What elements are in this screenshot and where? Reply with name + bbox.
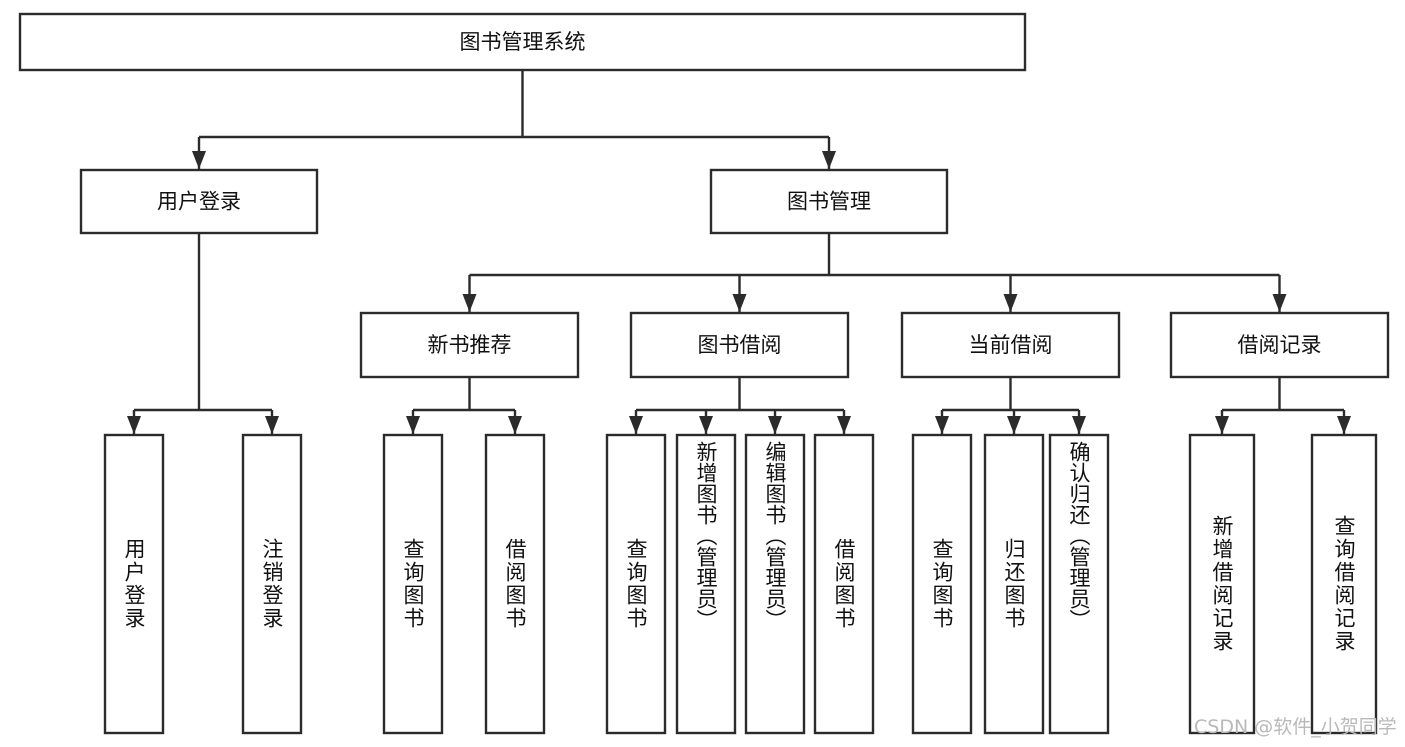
node-label-new-book-rec: 新书推荐 <box>428 333 512 357</box>
arrow-to-leaf-confirm-return <box>1072 416 1086 434</box>
arrow-to-leaf-user-login <box>127 416 141 434</box>
node-label-root: 图书管理系统 <box>460 30 586 54</box>
arrow-to-leaf-borrow-book-2 <box>837 416 851 434</box>
node-box-leaf-query-record[interactable] <box>1310 433 1378 735</box>
node-box-current-borrow[interactable] <box>900 311 1121 379</box>
arrow-to-new-book-rec <box>462 294 477 312</box>
arrow-to-leaf-borrow-book-1 <box>508 416 522 434</box>
node-box-borrow-record[interactable] <box>1169 311 1390 379</box>
node-box-book-manage[interactable] <box>709 168 949 235</box>
arrow-to-current-borrow <box>1003 294 1018 312</box>
node-box-leaf-query-book-3[interactable] <box>911 433 973 735</box>
node-label-borrow-record: 借阅记录 <box>1238 333 1322 357</box>
arrow-to-leaf-add-book <box>699 416 713 434</box>
node-box-leaf-logout[interactable] <box>241 433 303 735</box>
node-box-leaf-return-book[interactable] <box>983 433 1045 735</box>
arrow-to-user-login <box>192 151 206 169</box>
node-label-book-manage: 图书管理 <box>787 190 871 214</box>
node-label-book-borrow: 图书借阅 <box>698 333 782 357</box>
arrow-to-leaf-add-record <box>1215 416 1229 434</box>
node-box-leaf-edit-book[interactable] <box>744 433 806 735</box>
node-box-leaf-borrow-book-2[interactable] <box>813 433 875 735</box>
node-box-book-borrow[interactable] <box>629 311 850 379</box>
node-label-current-borrow: 当前借阅 <box>969 333 1053 357</box>
connector-layer <box>127 70 1351 434</box>
node-box-user-login[interactable] <box>79 168 319 235</box>
node-label-user-login: 用户登录 <box>157 190 241 214</box>
arrow-to-leaf-query-record <box>1337 416 1351 434</box>
arrow-to-leaf-query-book-2 <box>629 416 643 434</box>
arrow-to-leaf-query-book-1 <box>406 416 420 434</box>
node-box-leaf-query-book-1[interactable] <box>382 433 444 735</box>
arrow-to-leaf-logout <box>265 416 279 434</box>
node-box-leaf-confirm-return[interactable] <box>1048 433 1110 735</box>
node-box-leaf-user-login[interactable] <box>103 433 165 735</box>
arrow-to-book-manage <box>822 151 836 169</box>
node-box-leaf-borrow-book-1[interactable] <box>484 433 546 735</box>
node-box-leaf-query-book-2[interactable] <box>605 433 667 735</box>
node-box-new-book-rec[interactable] <box>359 311 580 379</box>
node-box-leaf-add-book[interactable] <box>675 433 737 735</box>
arrow-to-borrow-record <box>1272 294 1287 312</box>
arrow-to-leaf-return-book <box>1007 416 1021 434</box>
node-box-layer <box>18 12 1390 735</box>
node-box-root[interactable] <box>18 12 1027 72</box>
arrow-to-book-borrow <box>732 294 747 312</box>
arrow-to-leaf-edit-book <box>768 416 782 434</box>
node-box-leaf-add-record[interactable] <box>1188 433 1256 735</box>
arrow-to-leaf-query-book-3 <box>935 416 949 434</box>
